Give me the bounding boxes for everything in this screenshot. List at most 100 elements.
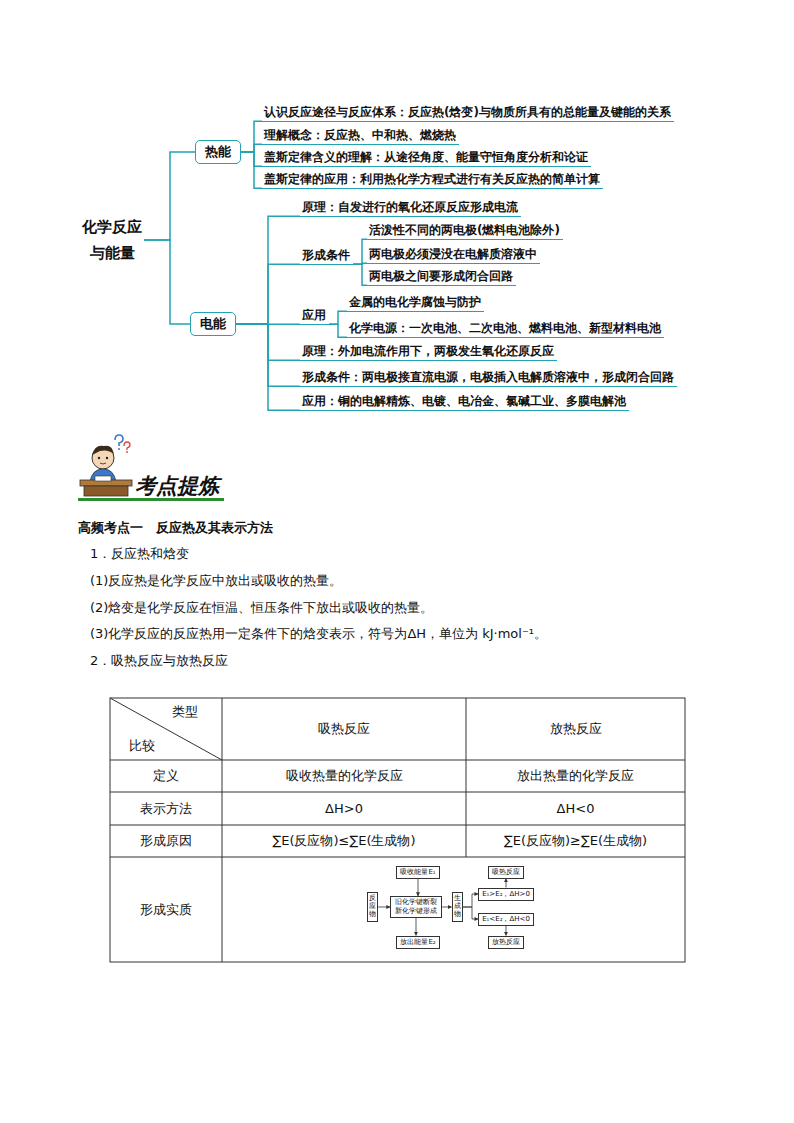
section-heading: 考点提炼 [135, 472, 219, 500]
label-text: ΔH>0 [325, 801, 363, 816]
label-text: 高频考点一 反应热及其表示方法 [78, 520, 273, 535]
table-cell: 放出热量的化学反应 [466, 760, 685, 792]
node-text: 反应物 [369, 895, 376, 918]
table-cell: 吸收热量的化学反应 [222, 760, 466, 792]
node-text: 原理：自发进行的氧化还原反应形成电流 [302, 200, 518, 214]
node-text: 吸热反应 [492, 868, 520, 876]
label-text: 比较 [129, 737, 155, 755]
table-cell: ΔH<0 [466, 792, 685, 825]
flow-arrow [505, 926, 506, 936]
student-icon [80, 435, 132, 496]
flow-box: 放出能量E₂ [396, 936, 439, 949]
branch-line [236, 216, 300, 324]
label-text: (3)化学反应的反应热用一定条件下的焓变表示，符号为ΔH，单位为 kJ·mol⁻… [90, 626, 547, 641]
flow-box: E₁<E₂，ΔH<0 [478, 913, 534, 926]
node-text: 两电极必须浸没在电解质溶液中 [369, 247, 537, 261]
process-box: 旧化学键断裂 新化学键形成 [390, 896, 442, 918]
branch-line [144, 240, 190, 324]
branch-line [241, 144, 262, 152]
label-text: 1．反应热和焓变 [90, 546, 189, 561]
node-text: 金属的电化学腐蚀与防护 [349, 295, 481, 309]
branch-line [241, 121, 262, 152]
node-text: 电能 [200, 316, 226, 331]
table-cell: 形成原因 [110, 825, 222, 857]
label-text: 类型 [172, 703, 198, 721]
branch-item: 应用 [300, 307, 329, 325]
label-text: ΔH<0 [557, 801, 595, 816]
topic-box: 电能 [190, 312, 236, 336]
flow-arrow [417, 879, 418, 897]
node-text: 活泼性不同的两电极(燃料电池除外) [369, 223, 560, 237]
label-text: 表示方法 [140, 800, 192, 818]
branch-line [144, 152, 195, 240]
node-text: E₁>E₂，ΔH>0 [482, 890, 530, 898]
label-text: 形成原因 [140, 832, 192, 850]
table-cell: 类型 [150, 702, 220, 722]
node-text: 化学反应 与能量 [82, 218, 142, 262]
branch-line [236, 324, 300, 410]
table-cell: 定义 [110, 760, 222, 792]
label-text: 2．吸热反应与放热反应 [90, 653, 228, 668]
flow-arrow [505, 879, 506, 888]
node-text: 热能 [205, 144, 231, 159]
flow-arrow [442, 907, 452, 908]
flow-box-vertical: 生成物 [452, 892, 463, 921]
node-text: 盖斯定律的应用：利用热化学方程式进行有关反应热的简单计算 [264, 172, 600, 186]
text-line: 2．吸热反应与放热反应 [90, 652, 228, 670]
label-text: 放出热量的化学反应 [517, 767, 634, 785]
text-line: 1．反应热和焓变 [90, 545, 189, 563]
branch-item: 应用：铜的电解精炼、电镀、电冶金、氯碱工业、多膜电解池 [300, 393, 629, 411]
text-line: 高频考点一 反应热及其表示方法 [78, 519, 273, 537]
label-text: (1)反应热是化学反应中放出或吸收的热量。 [90, 573, 342, 588]
branch-item: 两电极之间要形成闭合回路 [367, 268, 516, 286]
flow-box: E₁>E₂，ΔH>0 [478, 888, 534, 901]
node-text: 旧化学键断裂 新化学键形成 [395, 898, 437, 915]
root-topic: 化学反应 与能量 [80, 214, 144, 266]
node-text: 应用：铜的电解精炼、电镀、电冶金、氯碱工业、多膜电解池 [302, 394, 626, 408]
table-grid [110, 698, 685, 962]
node-text: E₁<E₂，ΔH<0 [482, 915, 530, 923]
flow-box-vertical: 反应物 [367, 892, 378, 921]
node-text: 放热反应 [492, 938, 520, 946]
flow-arrow [463, 894, 479, 907]
branch-item: 形成条件 [300, 247, 353, 265]
node-text: 理解概念：反应热、中和热、燃烧热 [264, 128, 456, 142]
label-text: 吸热反应 [318, 720, 370, 738]
label-text: ∑E(反应物)≤∑E(生成物) [272, 832, 415, 850]
text-line: (3)化学反应的反应热用一定条件下的焓变表示，符号为ΔH，单位为 kJ·mol⁻… [90, 625, 547, 643]
label-text: 定义 [153, 767, 179, 785]
node-text: 形成条件 [302, 248, 350, 262]
branch-item: 原理：自发进行的氧化还原反应形成电流 [300, 199, 521, 217]
branch-item: 金属的电化学腐蚀与防护 [347, 294, 484, 312]
branch-item: 活泼性不同的两电极(燃料电池除外) [367, 222, 563, 240]
branch-line [241, 152, 262, 166]
header-bar [78, 498, 224, 501]
node-text: 原理：外加电流作用下，两极发生氧化还原反应 [302, 344, 554, 358]
flow-arrow [378, 907, 391, 908]
branch-item: 形成条件：两电极接直流电源，电极插入电解质溶液中，形成闭合回路 [300, 369, 677, 387]
node-text: 两电极之间要形成闭合回路 [369, 269, 513, 283]
text-line: (2)焓变是化学反应在恒温、恒压条件下放出或吸收的热量。 [90, 599, 433, 617]
node-text: 放出能量E₂ [400, 938, 435, 946]
branch-item: 盖斯定律含义的理解：从途径角度、能量守恒角度分析和论证 [262, 149, 591, 167]
branch-line [353, 264, 367, 285]
label-text: ∑E(反应物)≥∑E(生成物) [504, 832, 647, 850]
branch-item: 认识反应途径与反应体系：反应热(焓变)与物质所具有的总能量及键能的关系 [262, 104, 674, 122]
table-cell: 表示方法 [110, 792, 222, 825]
table-cell: 比较 [112, 736, 172, 756]
flow-arrow [463, 907, 479, 919]
node-text: 化学电源：一次电池、二次电池、燃料电池、新型材料电池 [349, 321, 661, 335]
flow-arrow [416, 918, 417, 936]
branch-item: 原理：外加电流作用下，两极发生氧化还原反应 [300, 343, 557, 361]
table-cell: ΔH>0 [222, 792, 466, 825]
table-cell: 放热反应 [466, 698, 685, 760]
node-text: 应用 [302, 308, 326, 322]
branch-line [329, 311, 347, 324]
flow-box: 吸热反应 [488, 866, 524, 879]
branch-item: 化学电源：一次电池、二次电池、燃料电池、新型材料电池 [347, 320, 664, 338]
label-text: 放热反应 [550, 720, 602, 738]
table-cell: 吸热反应 [222, 698, 466, 760]
branch-line [236, 264, 300, 324]
